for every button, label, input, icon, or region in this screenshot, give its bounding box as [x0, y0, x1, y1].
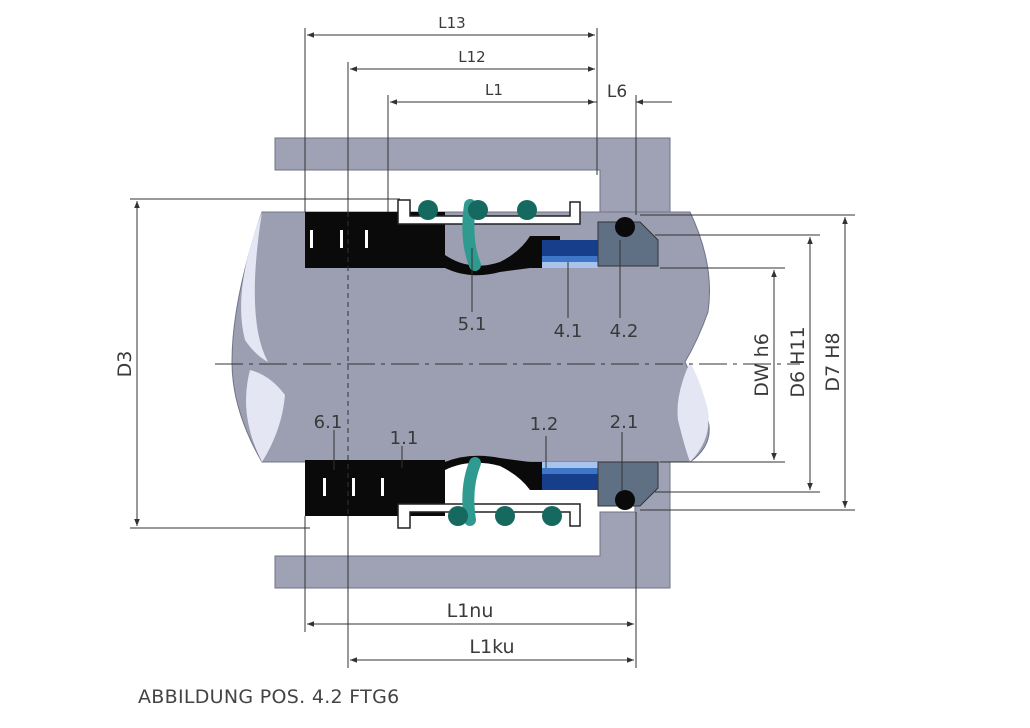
dim-l13: L13 [438, 14, 465, 32]
rotating-face-bottom [542, 474, 598, 490]
spring-coil [418, 200, 438, 220]
seal-bottom [305, 455, 659, 529]
extension-lines [130, 28, 855, 668]
spring-coil [468, 200, 488, 220]
part-6-1: 6.1 [314, 412, 343, 433]
part-4-1: 4.1 [554, 321, 583, 342]
dim-d7: D7 H8 [822, 332, 844, 391]
part-2-1: 2.1 [610, 412, 639, 433]
part-1-2: 1.2 [530, 414, 559, 435]
dim-l12: L12 [458, 48, 485, 66]
part-4-2: 4.2 [610, 321, 639, 342]
shaft [231, 211, 710, 463]
seal-top [305, 199, 659, 276]
spring-coil [495, 506, 515, 526]
dim-d3: D3 [114, 351, 136, 378]
dim-dw: DW h6 [751, 333, 773, 397]
part-labels: 5.1 4.1 4.2 6.1 1.1 1.2 2.1 [314, 314, 639, 449]
seat-bottom [597, 461, 659, 507]
dimension-lines [134, 32, 848, 663]
dimension-labels: L13 L12 L1 L6 L1nu L1ku D3 DW h6 D6 H11 … [114, 14, 844, 658]
spring-coil [448, 506, 468, 526]
spring-coil [542, 506, 562, 526]
part-5-1: 5.1 [458, 314, 487, 335]
part-1-1: 1.1 [390, 428, 419, 449]
figure-caption: ABBILDUNG POS. 4.2 FTG6 [138, 686, 400, 708]
dim-l1ku: L1ku [469, 636, 514, 658]
dim-d6: D6 H11 [787, 326, 809, 397]
dim-l6: L6 [607, 82, 627, 102]
oring-bottom [615, 490, 635, 510]
rotating-face-top [542, 240, 598, 256]
dim-l1nu: L1nu [447, 600, 494, 622]
leader-lines [333, 240, 623, 490]
dim-l1: L1 [485, 81, 503, 99]
oring-top [615, 217, 635, 237]
spring-coil [517, 200, 537, 220]
